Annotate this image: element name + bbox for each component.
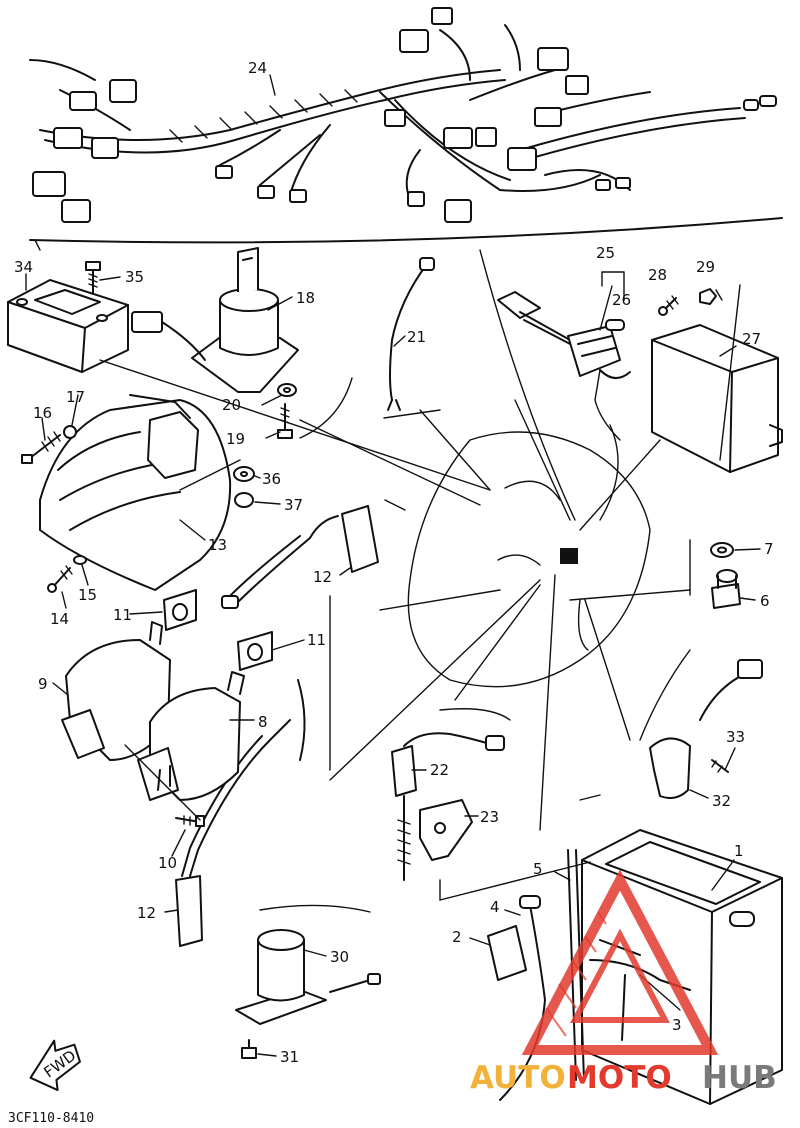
callout-9: 9	[38, 675, 48, 693]
main-switch[interactable]	[131, 247, 299, 393]
screw[interactable]	[658, 295, 679, 316]
callout-7: 7	[764, 540, 774, 558]
cdi-unit[interactable]	[651, 324, 783, 473]
spark-plug-cap[interactable]	[175, 679, 306, 947]
spark-plug-cap[interactable]	[221, 505, 379, 609]
callout-34: 34	[14, 258, 33, 276]
callout-37: 37	[284, 496, 303, 514]
bolt[interactable]	[85, 261, 101, 295]
diagram-code: 3CF110-8410	[8, 1111, 94, 1126]
callout-19: 19	[226, 430, 245, 448]
watermark-auto: AUTO	[470, 1060, 566, 1096]
callout-14: 14	[50, 610, 69, 628]
starter-relay[interactable]	[235, 929, 381, 1025]
wire-harness[interactable]	[29, 7, 783, 244]
sender-unit[interactable]	[649, 659, 763, 799]
switch-washer[interactable]	[277, 383, 297, 397]
fuse[interactable]	[605, 319, 625, 331]
callout-13: 13	[208, 536, 227, 554]
callout-31: 31	[280, 1048, 299, 1066]
forward-arrow: FWD	[29, 1039, 81, 1092]
fuse-holder[interactable]	[497, 291, 631, 379]
callout-29: 29	[696, 258, 715, 276]
callout-4: 4	[490, 898, 500, 916]
frame-outline	[407, 249, 651, 688]
collar[interactable]	[233, 466, 255, 482]
callout-12a: 12	[313, 568, 332, 586]
callout-10: 10	[158, 854, 177, 872]
cover-screw[interactable]	[47, 565, 73, 593]
callout-33: 33	[726, 728, 745, 746]
lead-clamp[interactable]	[163, 589, 197, 631]
callout-24: 24	[248, 59, 267, 77]
switch-bracket[interactable]	[419, 799, 473, 861]
callout-20: 20	[222, 396, 241, 414]
battery-cable[interactable]	[499, 895, 546, 1101]
callout-21: 21	[407, 328, 426, 346]
callout-25: 25	[596, 244, 615, 262]
washer[interactable]	[710, 542, 734, 558]
callout-6: 6	[760, 592, 770, 610]
nut[interactable]	[699, 288, 717, 305]
callout-15: 15	[78, 586, 97, 604]
callout-8: 8	[258, 713, 268, 731]
callout-11a: 11	[113, 606, 132, 624]
relay-bolt[interactable]	[241, 1039, 257, 1059]
callout-28: 28	[648, 266, 667, 284]
callout-leaders	[25, 74, 761, 1057]
callout-3: 3	[672, 1016, 682, 1034]
callout-12b: 12	[137, 904, 156, 922]
sensor-lead[interactable]	[387, 257, 435, 411]
callout-18: 18	[296, 289, 315, 307]
battery-lead[interactable]	[589, 939, 691, 1041]
lead-clamp[interactable]	[237, 631, 273, 671]
coil-screw[interactable]	[175, 815, 205, 827]
callout-30: 30	[330, 948, 349, 966]
watermark-triangle-inner	[570, 928, 670, 1023]
callout-27: 27	[742, 330, 761, 348]
ignition-coil[interactable]	[61, 621, 171, 761]
callout-2: 2	[452, 928, 462, 946]
callout-32: 32	[712, 792, 731, 810]
ignition-coil[interactable]	[137, 671, 245, 801]
reference-lines	[34, 239, 741, 913]
callout-16: 16	[33, 404, 52, 422]
battery-band[interactable]	[487, 925, 527, 981]
grommet[interactable]	[63, 425, 77, 439]
cover-bolt[interactable]	[21, 431, 61, 464]
watermark-moto: MOTO	[567, 1060, 672, 1096]
cover-washer[interactable]	[73, 555, 87, 565]
callout-5: 5	[533, 860, 543, 878]
callout-26: 26	[612, 291, 631, 309]
callout-23: 23	[480, 808, 499, 826]
callout-11b: 11	[307, 631, 326, 649]
brake-switch[interactable]	[391, 732, 505, 881]
callout-22: 22	[430, 761, 449, 779]
neutral-switch[interactable]	[711, 569, 741, 609]
callout-17: 17	[66, 388, 85, 406]
switch-bolt[interactable]	[277, 403, 293, 439]
bushing[interactable]	[234, 492, 254, 508]
rectifier-box[interactable]	[7, 279, 129, 373]
watermark-logo: AUTO MOTO HUB	[470, 869, 777, 1096]
callout-35: 35	[125, 268, 144, 286]
ignition-cover[interactable]	[39, 394, 232, 591]
callout-1: 1	[734, 842, 744, 860]
watermark-hub: HUB	[702, 1060, 777, 1096]
callout-36: 36	[262, 470, 281, 488]
callout-labels: 1 2 3 4 5 6 7 8 9 10 11 11 12 12 13 14 1…	[14, 59, 774, 1066]
